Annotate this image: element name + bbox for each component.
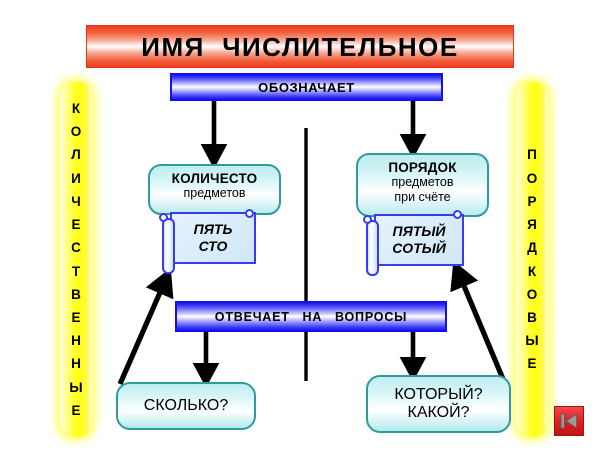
scroll-right-sheet: ПЯТЫЙ СОТЫЙ [374,214,464,266]
page-title-banner: ИМЯ ЧИСЛИТЕЛЬНОЕ [86,25,514,68]
node-oboznachaet: ОБОЗНАЧАЕТ [170,73,443,101]
node-poryadok: ПОРЯДОК предметов при счёте [356,153,489,217]
node-answer-skolko: СКОЛЬКО? [116,382,256,430]
answer-skolko-line-1: СКОЛЬКО? [143,397,229,415]
node-oboznachaet-label: ОБОЗНАЧАЕТ [258,79,355,95]
node-otvechaet-label: ОТВЕЧАЕТ НА ВОПРОСЫ [214,309,408,324]
node-poryadok-head: ПОРЯДОК [388,160,457,175]
scroll-left-example-2: СТО [198,238,228,254]
arrow-skolko-to-left-scroll [117,267,174,386]
previous-arrow-icon [560,413,577,429]
scroll-curl-icon [159,213,168,222]
scroll-curl-icon [245,209,254,218]
nav-back-button[interactable] [554,406,584,436]
scroll-right-examples: ПЯТЫЙ СОТЫЙ [360,210,464,276]
node-kolichesto-head: КОЛИЧЕСТО [171,171,258,186]
node-kolichesto: КОЛИЧЕСТО предметов [148,164,281,215]
node-poryadok-sub2: при счёте [394,189,451,204]
page-title-text: ИМЯ ЧИСЛИТЕЛЬНОЕ [141,31,459,62]
node-otvechaet: ОТВЕЧАЕТ НА ВОПРОСЫ [175,301,447,332]
arrow-kotoryi-to-right-scroll [450,260,506,381]
node-poryadok-sub1: предметов [391,175,454,190]
scroll-right-example-1: ПЯТЫЙ [392,223,446,240]
node-answer-kotoryi: КОТОРЫЙ? КАКОЙ? [366,375,511,433]
scroll-left-roll [162,218,175,274]
scroll-right-example-2: СОТЫЙ [392,240,446,256]
answer-kotoryi-line-1: КОТОРЫЙ? [394,386,483,404]
answer-kotoryi-line-2: КАКОЙ? [407,404,470,421]
scroll-left-examples: ПЯТЬ СТО [156,209,256,274]
scroll-left-example-1: ПЯТЬ [193,221,233,238]
scroll-curl-icon [453,210,462,219]
scroll-right-roll [366,220,379,276]
node-kolichesto-sub1: предметов [183,186,246,201]
scroll-curl-icon [363,215,372,224]
scroll-left-sheet: ПЯТЬ СТО [170,212,256,264]
